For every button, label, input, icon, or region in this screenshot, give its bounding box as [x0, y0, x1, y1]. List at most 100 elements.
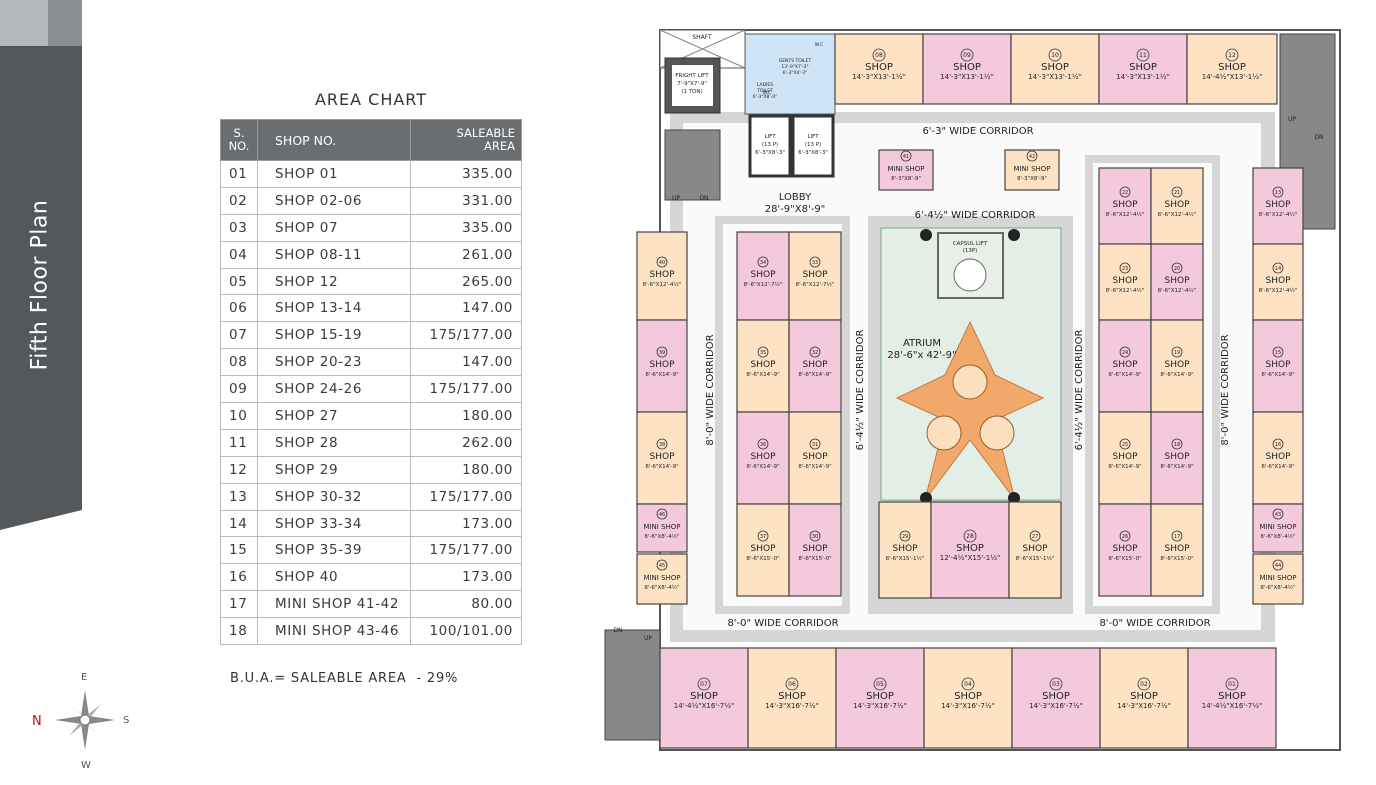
corridor-right-label: 8'-0" WIDE CORRIDOR — [1220, 334, 1231, 445]
shop-number-badge — [1171, 262, 1183, 274]
fountain-2 — [926, 415, 962, 451]
shop-dimension: 14'-3"X13'-1½" — [1028, 73, 1082, 81]
cell-area: 262.00 — [410, 428, 522, 457]
cell-shop: SHOP 01 — [257, 160, 411, 188]
shop-dimension: 8'-6"X14'-9" — [746, 372, 779, 378]
shop-number-badge — [656, 346, 668, 358]
shop-name: SHOP — [778, 691, 806, 702]
shop-number: 14 — [1275, 266, 1281, 272]
col-sno: S.NO. — [220, 119, 258, 161]
shop-name: SHOP — [1165, 360, 1191, 370]
shop-number: 24 — [1122, 350, 1128, 356]
shop-number: 21 — [1174, 190, 1180, 196]
fountain-3 — [979, 415, 1015, 451]
page-title: Fifth Floor Plan — [27, 199, 53, 371]
shop-name: SHOP — [803, 360, 829, 370]
shop-name: MINI SHOP — [1259, 523, 1296, 531]
shop-dimension: 14'-3"X13'-1½" — [940, 73, 994, 81]
shop-box — [878, 149, 934, 191]
shop-box — [1150, 319, 1204, 413]
shop-name: SHOP — [1165, 452, 1191, 462]
shop-number-badge — [1029, 530, 1041, 542]
compass-rose: E N S W — [30, 668, 140, 778]
cell-sno: 06 — [220, 294, 258, 323]
shop-dimension: 8'-3"X8'-9" — [1017, 176, 1047, 182]
fright-lift-label: 7'-9"X7'-9" — [677, 81, 707, 87]
shop-dimension: 8'-6"X15'-0" — [746, 556, 779, 562]
shop-box — [1004, 149, 1060, 191]
shop-number: 34 — [760, 260, 766, 266]
cell-shop: SHOP 02-06 — [257, 186, 411, 215]
shop-dimension: 8'-6"X14'-9" — [798, 464, 831, 470]
cell-shop: SHOP 29 — [257, 455, 411, 484]
shop-number-badge — [872, 48, 886, 62]
shop-number: 31 — [812, 442, 818, 448]
shop-name: SHOP — [751, 360, 777, 370]
cell-sno: 01 — [220, 160, 258, 188]
shop-number-badge — [961, 677, 975, 691]
lobby-label: LOBBY — [779, 192, 812, 203]
shop-dimension: 14'-3"X16'-7½" — [1117, 702, 1171, 710]
stair-left-bottom — [604, 629, 661, 741]
shop-name: SHOP — [1113, 360, 1139, 370]
shop-number: 09 — [963, 52, 971, 59]
shop-number: 04 — [964, 681, 972, 688]
cell-area: 335.00 — [410, 213, 522, 242]
cell-sno: 12 — [220, 455, 258, 484]
shop-number-badge — [809, 346, 821, 358]
shop-name: SHOP — [953, 62, 981, 73]
shop-number-badge — [1272, 559, 1284, 571]
shop-number-badge — [809, 530, 821, 542]
shop-number: 27 — [1032, 534, 1038, 540]
shop-dimension: 8'-6"X15'-0" — [1108, 556, 1141, 562]
shop-name: SHOP — [1165, 276, 1191, 286]
shop-box — [1150, 167, 1204, 245]
cell-sno: 11 — [220, 428, 258, 457]
area-chart-title: AREA CHART — [314, 90, 428, 109]
shop-name: SHOP — [803, 544, 829, 554]
shop-name: MINI SHOP — [1013, 165, 1050, 173]
compass-icon — [55, 690, 115, 750]
shop-name: SHOP — [1042, 691, 1070, 702]
shop-dimension: 8'-6"X12'-7½" — [796, 281, 835, 288]
cell-area: 265.00 — [410, 267, 522, 296]
shop-number: 39 — [659, 350, 665, 356]
floor-plan: 08SHOP14'-3"X13'-1½"09SHOP14'-3"X13'-1½"… — [604, 29, 1341, 751]
ladies-toilet-label: LADIES — [757, 82, 773, 88]
shop-box — [1150, 503, 1204, 597]
shop-number-badge — [900, 150, 912, 162]
shop-number: 37 — [760, 534, 766, 540]
compass-west: W — [81, 760, 91, 771]
shop-box — [747, 647, 837, 749]
shop-dimension: 8'-6"X12'-4½" — [1106, 287, 1145, 294]
shop-box — [1252, 167, 1304, 245]
lift-2-label: 6'-3"X8'-3" — [798, 150, 828, 156]
lift-1-label: LIFT — [764, 134, 776, 140]
shop-number: 40 — [659, 260, 665, 266]
shop-box — [922, 33, 1012, 105]
shop-box — [1150, 411, 1204, 505]
shop-name: SHOP — [690, 691, 718, 702]
column — [920, 492, 932, 504]
shop-dimension: 8'-6"X12'-4½" — [1259, 287, 1298, 294]
